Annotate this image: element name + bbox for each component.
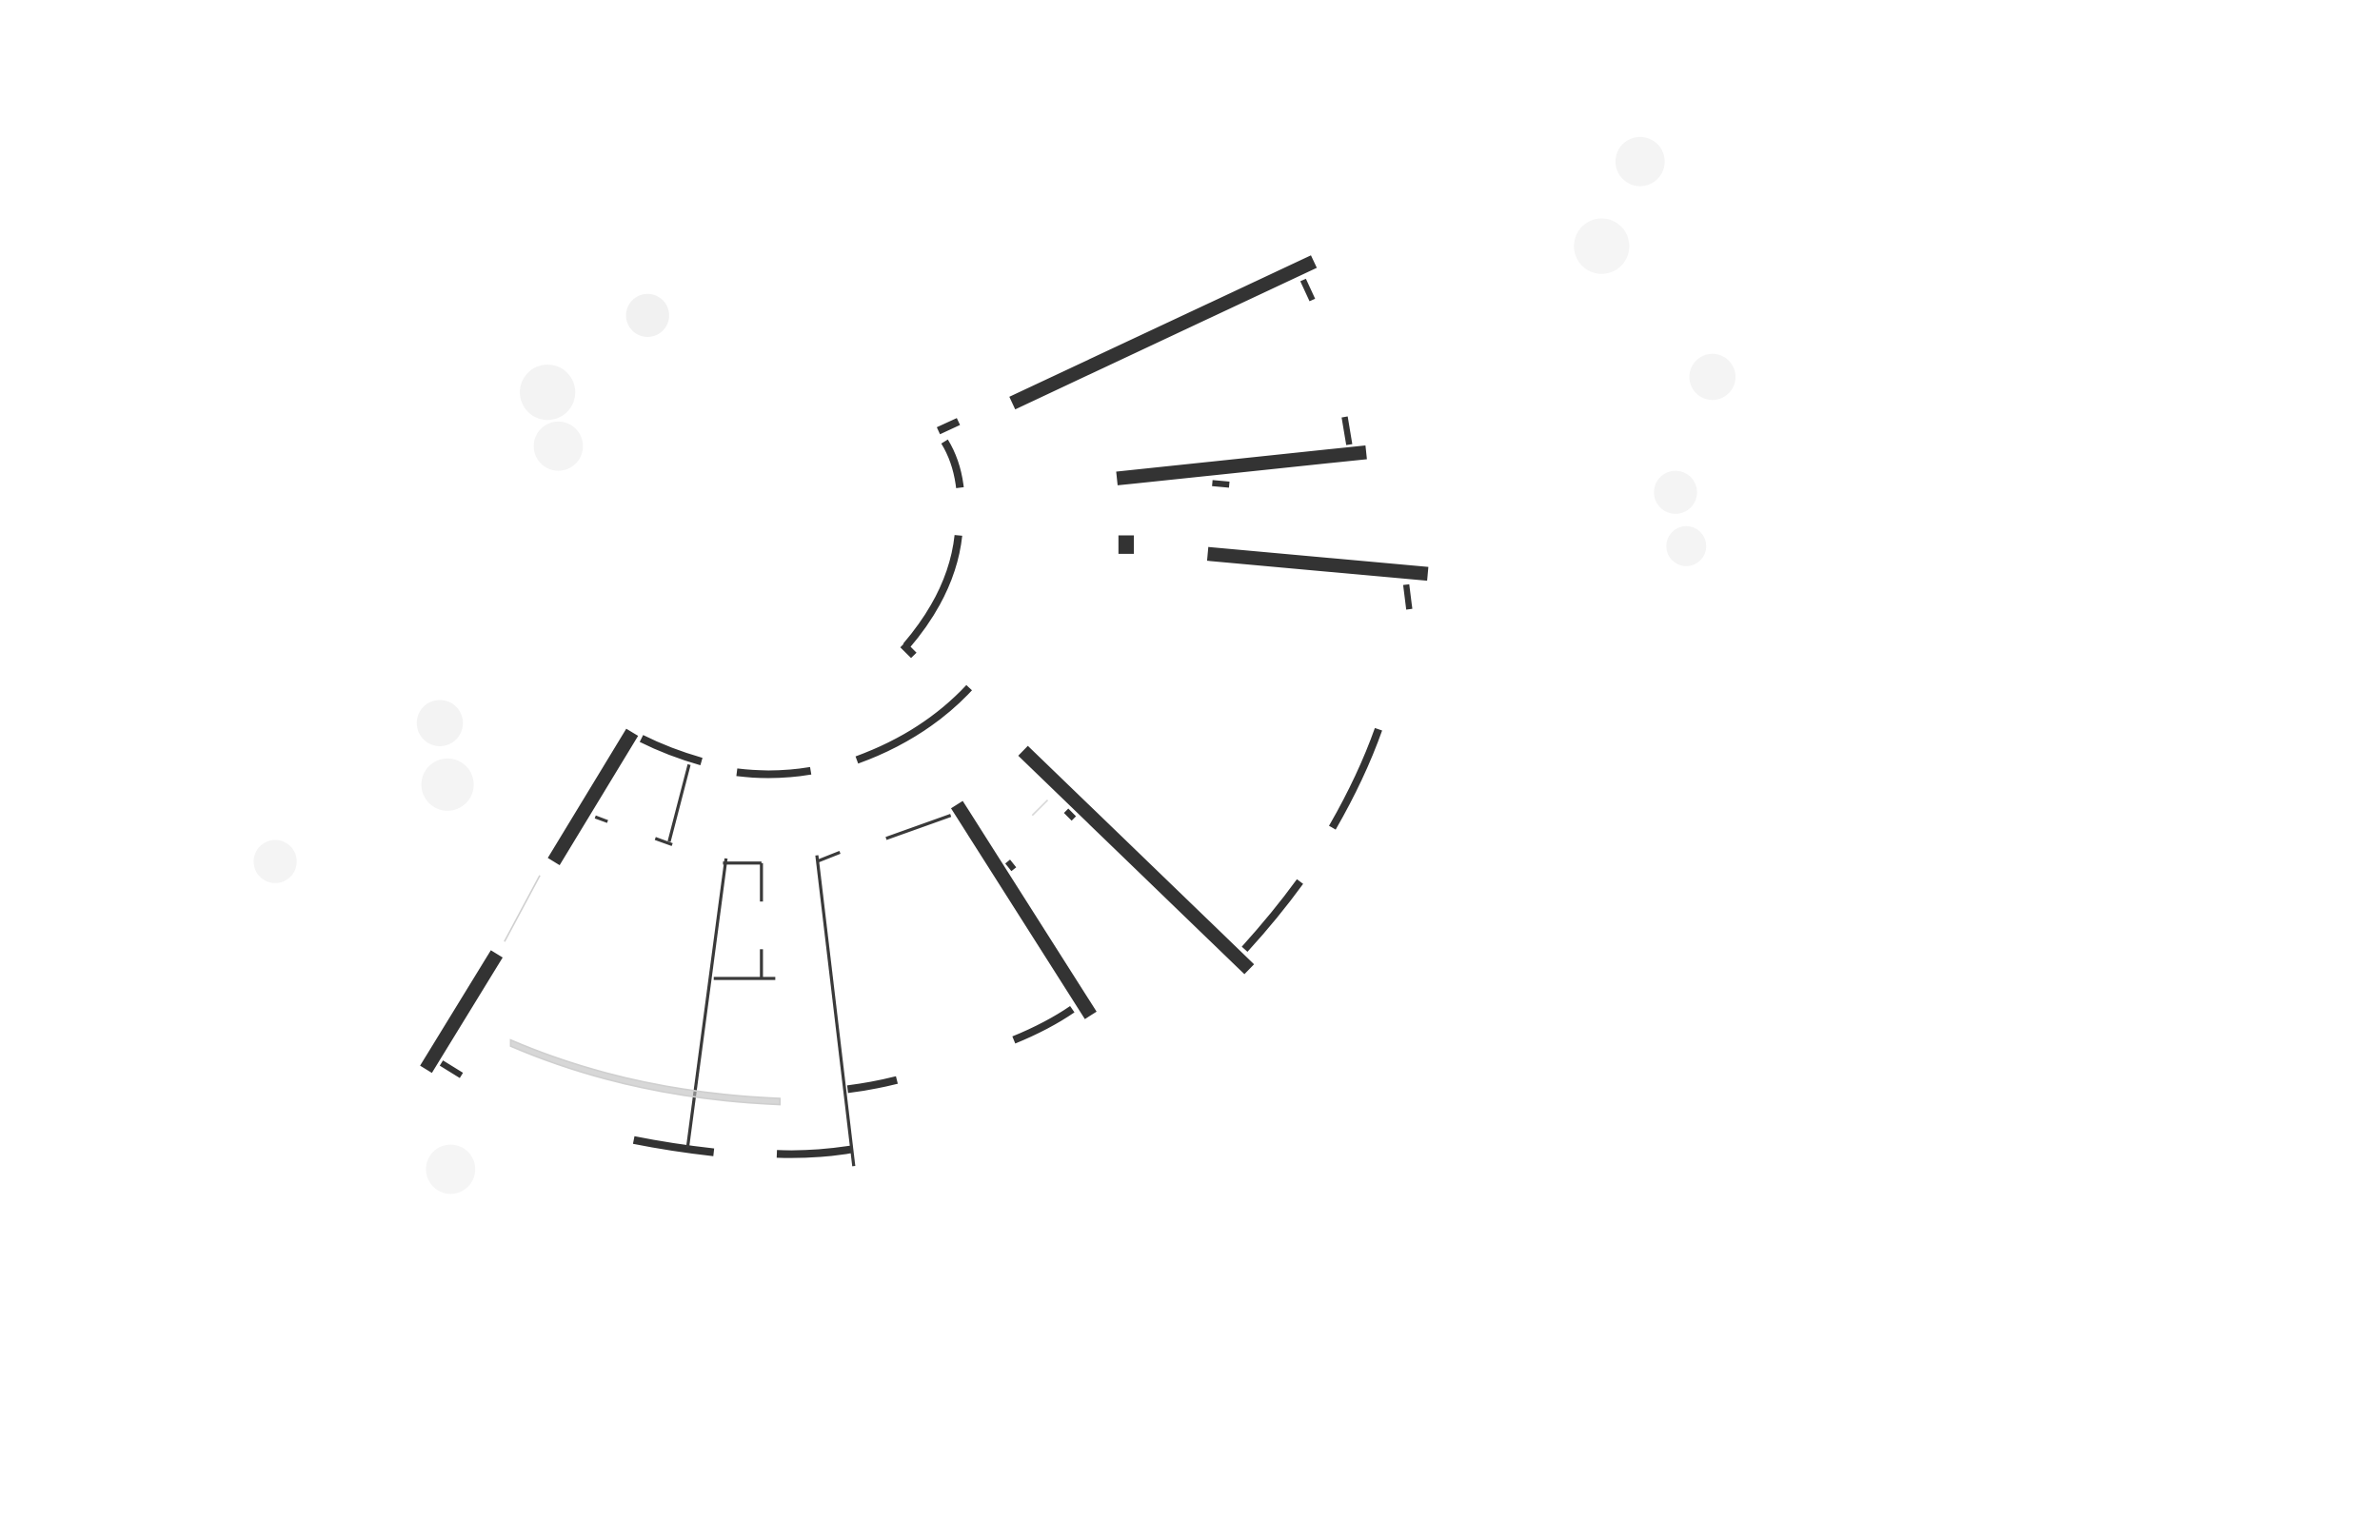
partition-vertical-left	[685, 858, 728, 1149]
partition	[594, 815, 608, 823]
radial-wall-lower	[950, 800, 1097, 1019]
outer-arc-b	[1241, 879, 1303, 953]
left-wall-lower	[420, 950, 504, 1074]
tree-mark	[533, 421, 584, 471]
vegetation-group	[253, 136, 1736, 1194]
terrace-hatch	[509, 1038, 782, 1106]
inner-curved-walls	[639, 418, 972, 779]
inner-arc-e	[639, 735, 703, 765]
stub	[1341, 416, 1353, 445]
partition-vertical-right	[815, 855, 856, 1167]
outer-arc-d	[846, 1076, 899, 1094]
partition	[885, 814, 952, 840]
inner-arc-b	[902, 535, 962, 649]
tree-mark	[426, 1144, 476, 1194]
outer-arc-a	[1329, 727, 1382, 830]
stub	[1212, 480, 1230, 488]
tree-mark	[1574, 218, 1630, 274]
outer-arc-f	[632, 1135, 715, 1156]
radial-wall-diagonal	[1018, 745, 1255, 975]
partition	[816, 850, 841, 863]
stub	[1063, 808, 1077, 821]
tree-mark	[1654, 470, 1697, 514]
stub	[1402, 583, 1413, 610]
partition-faint	[504, 875, 541, 942]
inner-arc-c	[855, 684, 972, 764]
inner-arc-a	[941, 439, 964, 488]
tree-mark	[253, 839, 297, 883]
radial-wall-upper	[1116, 444, 1367, 485]
curve-stub	[900, 642, 917, 659]
thick-walls	[420, 255, 1429, 1074]
radial-wall-top	[1009, 255, 1318, 410]
partition-faint	[1031, 799, 1049, 817]
outer-arc-e	[776, 1145, 853, 1158]
tree-mark	[416, 700, 464, 746]
tree-mark	[1689, 353, 1736, 401]
left-wall-upper	[547, 728, 639, 865]
wall-stubs	[439, 278, 1413, 1078]
stub	[1004, 859, 1017, 872]
stub	[1299, 278, 1316, 302]
radial-wall-middle	[1206, 546, 1429, 582]
partition	[654, 837, 673, 846]
terrace-strip	[509, 1038, 782, 1106]
column-block	[1118, 535, 1135, 554]
tree-mark	[520, 365, 576, 421]
stub	[439, 1060, 464, 1078]
thin-partitions	[504, 763, 1049, 1167]
tree-mark	[1666, 525, 1707, 566]
outer-curved-walls	[632, 727, 1382, 1158]
curve-stub	[937, 418, 961, 435]
tree-mark	[421, 758, 474, 811]
partition-diagonal	[667, 763, 691, 842]
tree-mark	[625, 293, 669, 337]
outer-arc-c	[1012, 1006, 1075, 1044]
inner-arc-d	[736, 766, 812, 779]
tree-mark	[1615, 136, 1665, 187]
